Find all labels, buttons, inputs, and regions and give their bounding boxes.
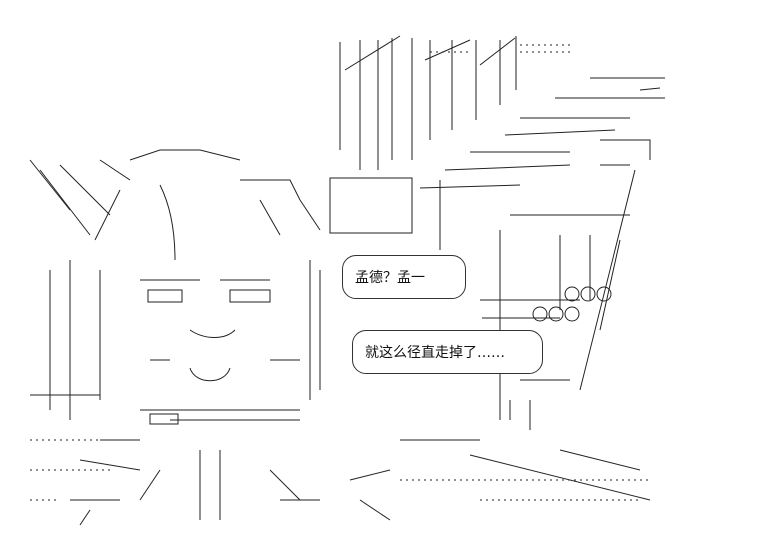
speech-bubble-1: 孟德？孟一 xyxy=(342,255,466,299)
character-figure xyxy=(29,149,391,526)
dialogue-line-2: 就这么径直走掉了…… xyxy=(365,345,505,361)
building-structure xyxy=(329,35,651,501)
dialogue-line-1: 孟德？孟一 xyxy=(355,270,425,286)
speech-bubble-2: 就这么径直走掉了…… xyxy=(352,330,543,374)
speed-lines xyxy=(419,77,665,189)
dotted-ground xyxy=(30,44,650,501)
